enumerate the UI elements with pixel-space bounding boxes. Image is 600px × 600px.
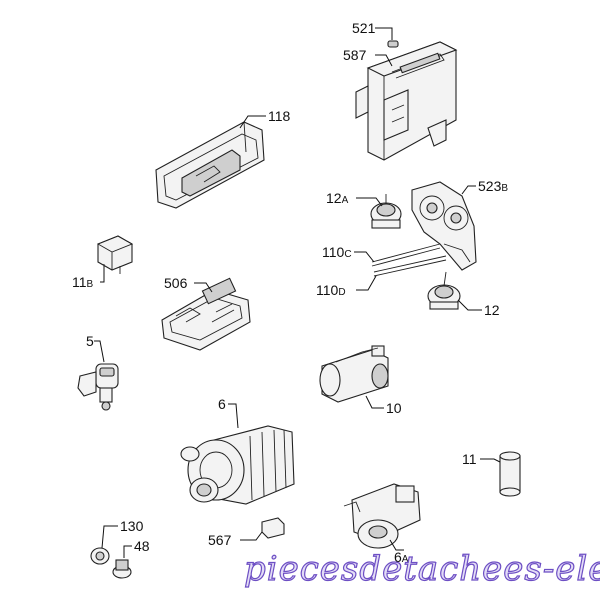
part-11b-relay: 11B: [72, 235, 134, 290]
part-523b-bracket: 523B: [411, 178, 508, 271]
callout-110d: 110D: [316, 282, 346, 298]
part-110d-hose: 110D: [316, 255, 447, 298]
leader-11: [480, 458, 501, 463]
part-12a-pressure-switch: 12A: [326, 190, 402, 229]
watermark-text: piecesdetachees-elec.com: [244, 549, 600, 589]
part-12-pressure-switch: 12: [427, 271, 500, 318]
callout-6: 6: [218, 396, 226, 412]
callout-12: 12: [484, 302, 500, 318]
callout-130: 130: [120, 518, 144, 534]
part-11-capacitor: 11: [462, 451, 521, 497]
callout-506: 506: [164, 275, 188, 291]
leader-12: [457, 299, 482, 311]
part-48-plug: 48: [112, 538, 150, 579]
part-110c-hose: 110C: [322, 243, 441, 267]
leader-130: [101, 525, 118, 549]
leader-11b: [100, 266, 105, 283]
callout-10: 10: [386, 400, 402, 416]
callout-48: 48: [134, 538, 150, 554]
callout-12a: 12A: [326, 190, 349, 206]
callout-587: 587: [343, 47, 367, 63]
leader-110c: [354, 251, 375, 263]
leader-5: [94, 340, 105, 363]
callout-521: 521: [352, 20, 376, 36]
leader-6: [228, 403, 239, 429]
callout-118: 118: [268, 108, 291, 124]
leader-12a: [356, 197, 383, 207]
callout-11: 11: [462, 451, 477, 467]
part-567-connector: 567: [208, 517, 285, 548]
leader-6a: [389, 539, 404, 551]
leader-523b: [461, 185, 476, 195]
callout-6a: 6A: [394, 549, 409, 565]
callout-11b: 11B: [72, 274, 94, 290]
callout-567: 567: [208, 532, 232, 548]
leader-118: [239, 115, 266, 129]
leader-10: [365, 395, 384, 409]
callout-110c: 110C: [322, 244, 352, 260]
part-10-drain-pump: 10: [319, 345, 402, 416]
leader-587: [375, 54, 393, 67]
leader-48: [123, 545, 132, 558]
part-5-inlet-valve: 5: [77, 333, 119, 411]
part-506-heater-assembly: 506: [161, 275, 251, 351]
part-521: 521: [352, 20, 399, 48]
leader-110d: [356, 275, 377, 291]
part-118-dispenser: 118: [155, 108, 291, 209]
leader-506: [194, 282, 213, 293]
part-6a-drain-assembly: 6A: [343, 483, 421, 565]
callout-5: 5: [86, 333, 94, 349]
part-130-seal: 130: [90, 518, 144, 565]
leader-567: [240, 531, 263, 541]
part-587-control-module: 587: [343, 41, 458, 161]
callout-523b: 523B: [478, 178, 508, 194]
leader-521: [375, 27, 393, 40]
part-6-circulation-pump: 6: [180, 396, 295, 505]
